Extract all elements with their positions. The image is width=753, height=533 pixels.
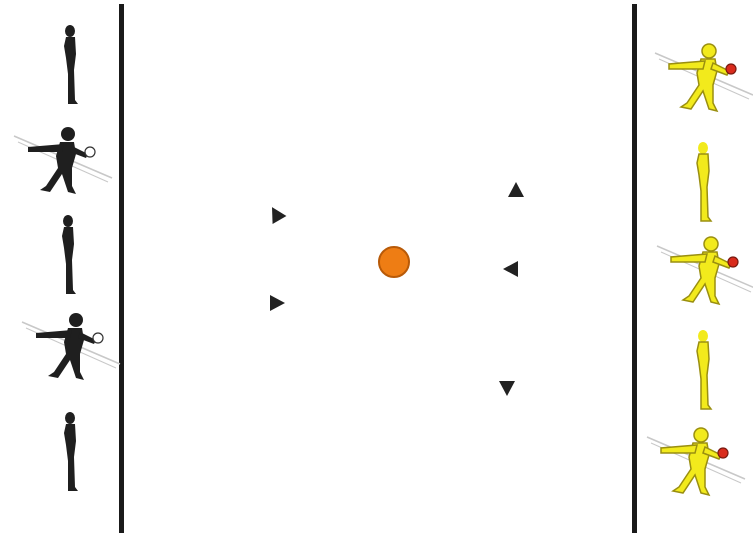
ball-icon <box>379 247 409 277</box>
right-boundary-line <box>632 4 637 533</box>
left-boundary-line <box>119 4 124 533</box>
